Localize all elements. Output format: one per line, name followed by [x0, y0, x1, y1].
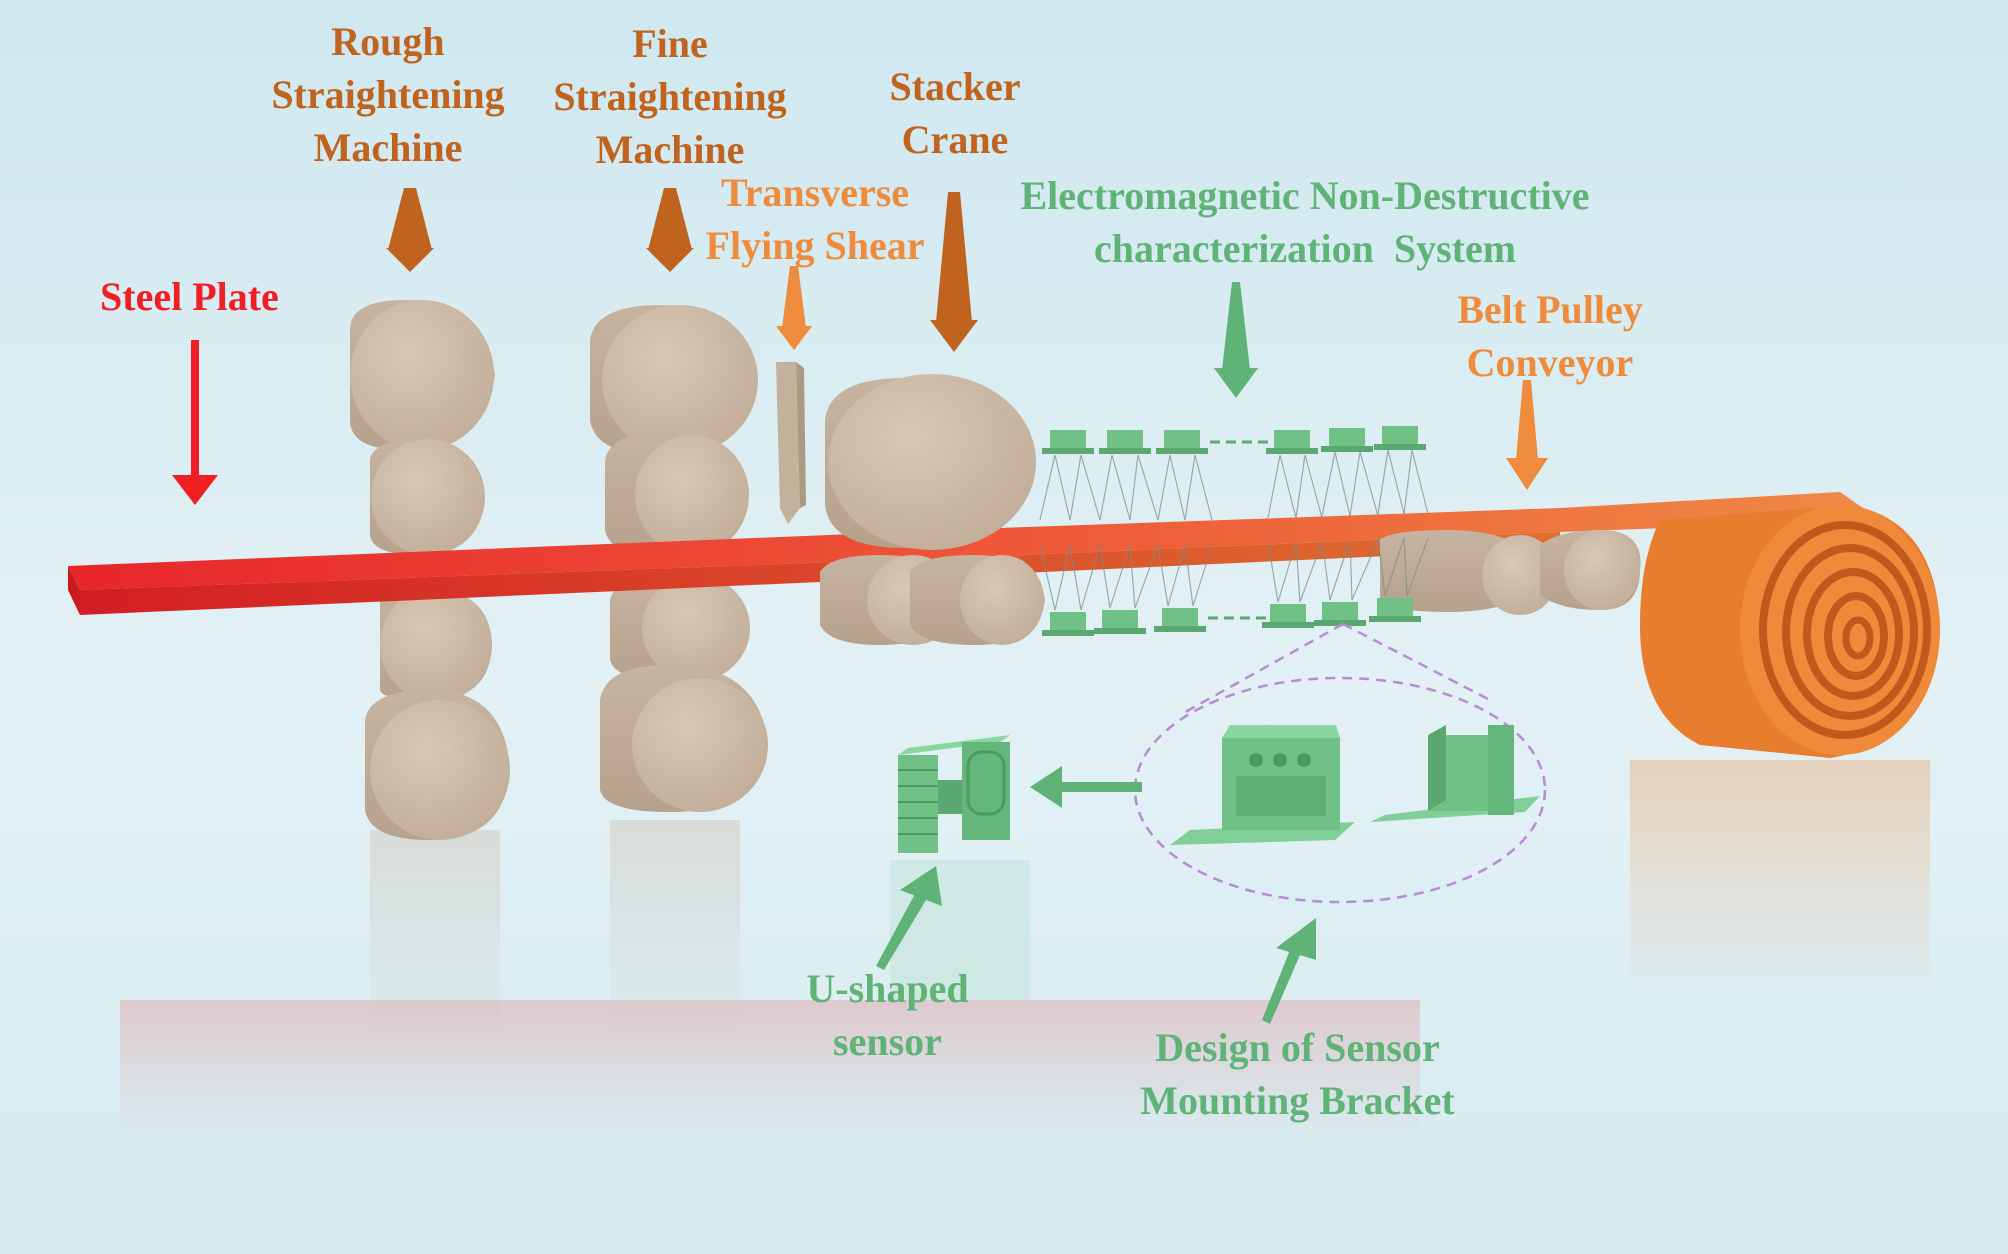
upper-sensors: [1042, 426, 1426, 454]
fine-label-line-3: Machine: [595, 127, 745, 172]
rough-label-line-2: Straightening: [271, 72, 505, 117]
u-sensor-label-arrow: [876, 866, 942, 970]
fine-straightening-label: Fine Straightening Machine: [540, 17, 800, 176]
belt-label-line-2: Conveyor: [1466, 340, 1634, 385]
shear-label-line-2: Flying Shear: [705, 223, 925, 268]
bracket-line-1: Design of Sensor: [1155, 1025, 1440, 1070]
bracket-line-2: Mounting Bracket: [1140, 1078, 1455, 1123]
sensor-field-lines: [1039, 449, 1429, 611]
fine-label-line-2: Straightening: [553, 74, 787, 119]
u-sensor-line-2: sensor: [833, 1019, 942, 1064]
bracket-design-side: [1370, 725, 1540, 822]
rough-label-line-3: Machine: [313, 125, 463, 170]
bracket-label: Design of Sensor Mounting Bracket: [1100, 1021, 1495, 1127]
flying-shear-blade: [776, 362, 806, 524]
u-sensor-label: U-shaped sensor: [775, 962, 1000, 1068]
lower-sensors: [1042, 598, 1421, 636]
stacker-crane-rollers: [820, 374, 1045, 645]
belt-pulley-label: Belt Pulley Conveyor: [1430, 283, 1670, 389]
belt-pulley-rollers: [1380, 530, 1641, 615]
bracket-zoom-callout: [1133, 622, 1547, 904]
stacker-crane-label: Stacker Crane: [860, 60, 1050, 166]
stacker-label-line-2: Crane: [901, 117, 1009, 162]
stacker-label-line-1: Stacker: [889, 64, 1021, 109]
stacker-crane-arrow: [930, 192, 978, 352]
bracket-label-arrow: [1262, 918, 1316, 1024]
flying-shear-label: Transverse Flying Shear: [690, 166, 940, 272]
u-shaped-sensor-model: [898, 735, 1010, 853]
em-system-label: Electromagnetic Non-Destructive characte…: [985, 169, 1625, 275]
belt-label-line-1: Belt Pulley: [1457, 287, 1643, 332]
steel-coil: [1640, 505, 1940, 758]
floor-reflections: [120, 760, 1930, 1140]
sensor-array: [1039, 426, 1429, 636]
shear-label-line-1: Transverse: [720, 170, 910, 215]
rough-straightening-label: Rough Straightening Machine: [258, 15, 518, 174]
steel-plate-label: Steel Plate: [100, 270, 279, 323]
em-system-arrow: [1214, 282, 1258, 398]
rough-straightening-rollers: [350, 300, 510, 840]
fine-label-line-1: Fine: [632, 21, 708, 66]
steel-plate-text: Steel Plate: [100, 274, 279, 319]
bracket-to-sensor-arrow: [1030, 766, 1142, 808]
fine-straightening-arrow: [646, 188, 694, 272]
em-label-line-2: characterization System: [1093, 226, 1517, 271]
fine-straightening-rollers: [590, 305, 768, 812]
em-label-line-1: Electromagnetic Non-Destructive: [1020, 173, 1590, 218]
arrows: [172, 188, 1548, 1024]
steel-plate-arrow: [172, 340, 218, 505]
bracket-design-front: [1170, 725, 1355, 845]
rough-straightening-arrow: [386, 188, 434, 272]
rough-label-line-1: Rough: [331, 19, 445, 64]
flying-shear-arrow: [776, 266, 812, 350]
u-sensor-line-1: U-shaped: [806, 966, 969, 1011]
belt-pulley-arrow: [1506, 380, 1548, 490]
